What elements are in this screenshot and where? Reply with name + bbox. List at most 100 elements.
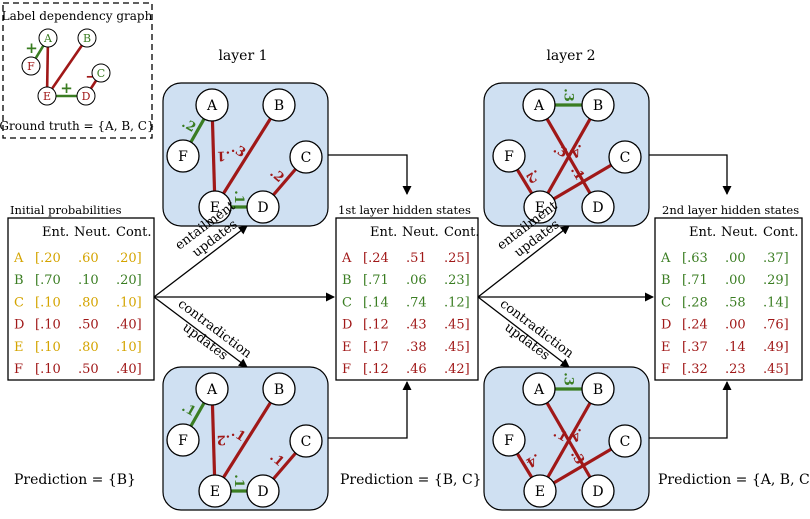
edge-weight-e-c: .1: [567, 164, 587, 183]
arrow-initial-to-contra-graph: [153, 296, 248, 368]
arrow-layer1-to-entail-graph: [477, 225, 570, 298]
table-cell: .23: [725, 362, 746, 377]
edge-weight-e-d: .1: [231, 190, 246, 204]
edge-a-e: [210, 104, 217, 208]
table-cell: [.10: [35, 362, 61, 377]
edge-weight-f-e: .4: [523, 450, 542, 470]
node-d: [581, 190, 615, 224]
node-b: [581, 88, 615, 122]
legend-node-e: [37, 86, 57, 106]
table-cell: [.63: [682, 251, 708, 266]
table-header: Ent.: [689, 225, 716, 240]
initial-probabilities-table: Initial probabilities Ent.Neut.Cont.A[.2…: [7, 203, 155, 381]
table-row-label: B: [661, 273, 671, 288]
table-cell: [.10: [35, 295, 61, 310]
node-a: [522, 372, 556, 406]
table-cell: .23]: [444, 273, 470, 288]
node-c: [608, 140, 642, 174]
node-label-a: A: [206, 382, 218, 398]
table-row-label: C: [342, 295, 352, 310]
table-cell: .37]: [763, 251, 789, 266]
table-cell: .20]: [116, 273, 142, 288]
prediction-layer-1: Prediction = {B, C}: [340, 472, 482, 488]
table-header: Cont.: [444, 225, 480, 240]
table-cell: .00: [725, 318, 746, 333]
node-label-d: D: [257, 484, 268, 500]
edge-weight-a-d: .4: [567, 425, 586, 445]
node-f: [166, 139, 200, 173]
table-row-label: A: [660, 251, 671, 266]
node-label-c: C: [620, 434, 631, 450]
table-cell: .46: [406, 362, 427, 377]
edge-weight-b-e: .3: [550, 142, 569, 162]
edge-weight-a-e: .2: [216, 432, 230, 447]
table-row-label: E: [342, 340, 352, 355]
legend-node-label-a: A: [43, 32, 53, 45]
table-cell: .29]: [763, 273, 789, 288]
layer-1-title: layer 1: [218, 48, 267, 64]
arrow-entail-graph-to-layer1-table: [328, 154, 412, 195]
table-row-label: B: [342, 273, 352, 288]
table-row-label: F: [14, 362, 23, 377]
edge-weight-a-f: .1: [179, 400, 198, 420]
table-cell: [.70: [35, 273, 61, 288]
table-cell: .38: [406, 340, 427, 355]
table-header: Cont.: [763, 225, 799, 240]
node-label-a: A: [533, 382, 545, 398]
table-row-label: D: [661, 318, 671, 333]
legend-node-a: [38, 28, 58, 48]
layer-2-hidden-states-table: 2nd layer hidden states Ent. Neut. Cont. A […: [654, 203, 803, 381]
table-cell: .45]: [444, 340, 470, 355]
table-cell: [.20: [35, 251, 61, 266]
edge-weight-b-e: .3: [229, 141, 248, 161]
node-e: [523, 474, 557, 508]
legend-edge-sign: +: [60, 79, 73, 97]
table-cell: .60: [78, 251, 99, 266]
table-cell: [.12: [363, 318, 389, 333]
node-b: [262, 88, 296, 122]
table-cell: .50: [78, 318, 99, 333]
table-cell: .10]: [116, 340, 142, 355]
edge-b-e: [538, 104, 600, 208]
edge-weight-e-d: .1: [231, 474, 246, 488]
edge-weight-a-f: .2: [179, 116, 198, 136]
table-row-label: D: [342, 318, 352, 333]
edge-weight-a-e: .1: [216, 148, 230, 163]
node-e: [523, 190, 557, 224]
node-d: [581, 474, 615, 508]
table-cell: .45]: [444, 318, 470, 333]
table-cell: [.14: [363, 295, 389, 310]
node-label-f: F: [504, 433, 514, 449]
legend-edge-a-e: [45, 37, 50, 97]
table-row-label: C: [661, 295, 671, 310]
legend-edge-b-e: [45, 37, 89, 97]
table-row-label: F: [661, 362, 670, 377]
table-cell: [.37: [682, 340, 708, 355]
legend-node-label-e: E: [43, 90, 51, 103]
table-header: Ent.: [42, 225, 69, 240]
node-d: [246, 474, 280, 508]
node-label-f: F: [178, 433, 188, 449]
node-label-b: B: [593, 382, 603, 398]
layer-2-hidden-states-title: 2nd layer hidden states: [662, 203, 799, 217]
edge-weight-a-b: .3: [561, 88, 576, 102]
table-cell: .40]: [116, 362, 142, 377]
table-cell: [.17: [363, 340, 389, 355]
node-a: [522, 88, 556, 122]
table-cell: .00: [725, 273, 746, 288]
node-c: [608, 424, 642, 458]
node-f: [492, 139, 526, 173]
initial-probabilities-title: Initial probabilities: [10, 203, 122, 217]
table-cell: [.10: [35, 318, 61, 333]
arrow-contra-graph-to-layer1-table: [328, 381, 412, 439]
legend-node-f: [21, 56, 41, 76]
table-header: Neut.: [721, 225, 758, 240]
edge-weight-b-e: .1: [550, 426, 569, 446]
prediction-layer-2: Prediction = {A, B, C}: [658, 472, 810, 488]
legend-node-c: [91, 63, 111, 83]
node-c: [289, 140, 323, 174]
table-row-label: F: [342, 362, 351, 377]
table-cell: [.24: [682, 318, 708, 333]
edge-a-e: [210, 388, 217, 492]
